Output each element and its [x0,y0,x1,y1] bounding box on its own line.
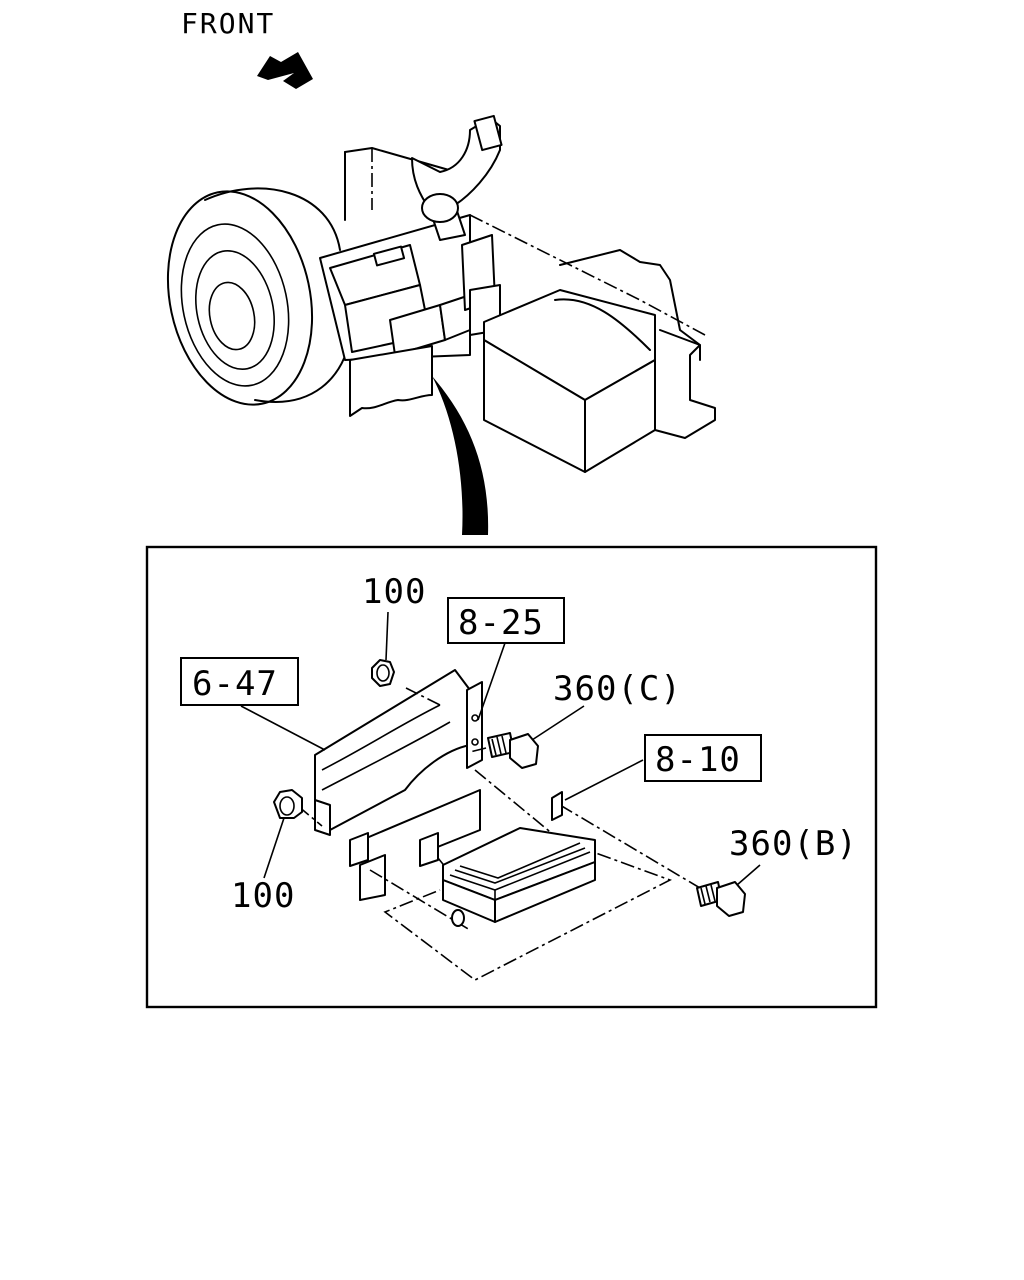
battery [483,289,656,473]
callout-box-fusebox [644,734,762,782]
bracket [297,669,483,836]
mounting-base [349,769,672,981]
tire [166,187,353,406]
nut-upper [371,659,395,687]
detail-illustration [240,611,761,981]
bolt-b [696,881,746,917]
leader-lines [240,611,761,886]
fuse-box [442,791,701,923]
steering-joint [411,114,503,241]
callout-bolt-c: 360(C) [553,669,682,709]
callout-nut-lower: 100 [231,876,295,916]
detail-frame [145,545,878,1009]
callout-bolt-b: 360(B) [729,824,858,864]
bolt-c [469,732,539,769]
callout-nut-upper: 100 [362,572,426,612]
callout-box-plate [447,597,565,644]
nut-lower [273,789,303,819]
fuse-box-assembly [319,214,501,417]
callout-ref-fusebox: 8-10 [655,740,741,780]
callout-ref-plate: 8-25 [458,603,544,643]
callout-ref-bracket: 6-47 [192,664,278,704]
detail-pointer [432,376,489,535]
frame-rail [344,147,716,439]
callout-box-bracket [180,657,299,706]
front-label: FRONT [181,7,275,40]
front-arrow-icon [257,52,313,89]
vehicle-overview [166,114,716,535]
